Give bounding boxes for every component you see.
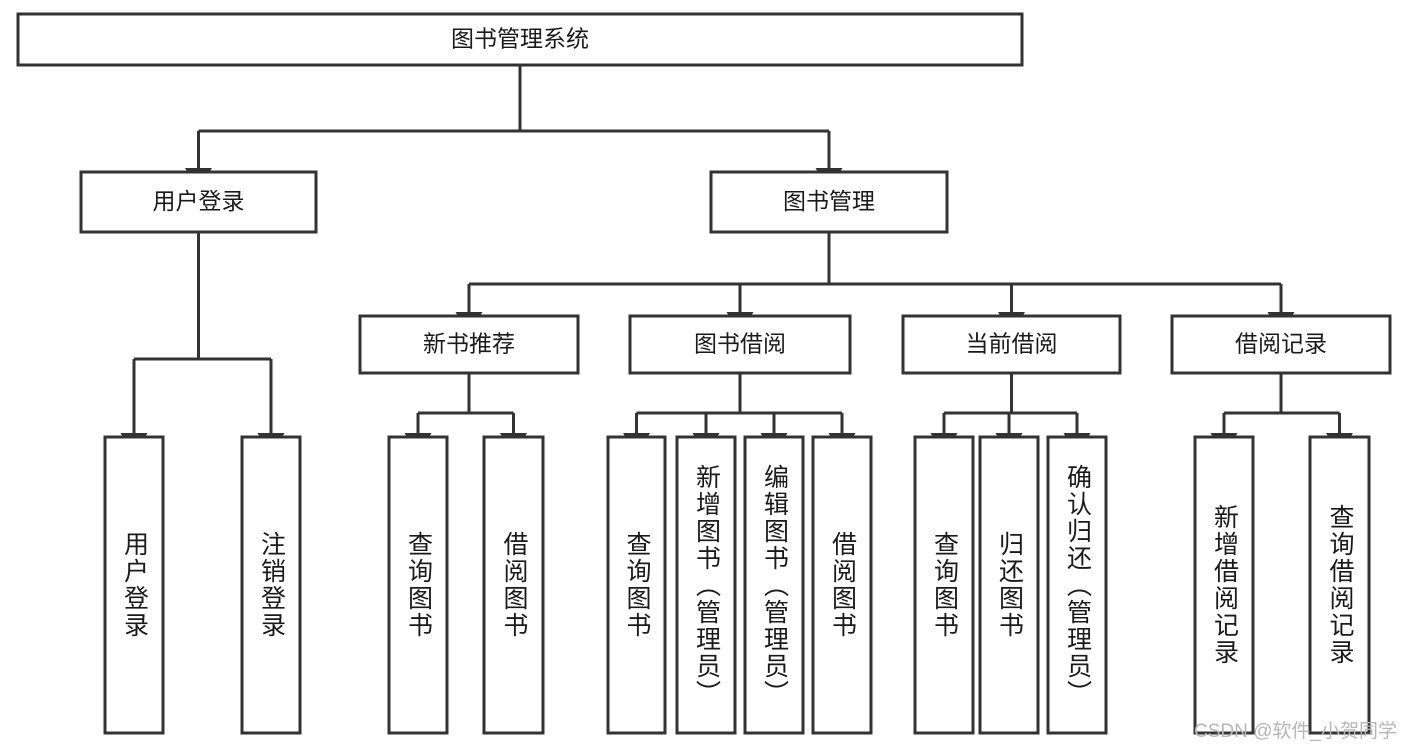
node-box-leaf-logout[interactable] — [240, 435, 302, 735]
node-label-book-borrow: 图书借阅 — [694, 331, 786, 357]
edges-layer — [120, 65, 1353, 456]
node-box-leaf-return-book[interactable] — [978, 435, 1040, 735]
node-box-current-borrow[interactable] — [901, 314, 1122, 375]
watermark: CSDN @软件_小贺同学 — [1194, 721, 1397, 742]
node-box-leaf-query-book-1[interactable] — [387, 435, 449, 735]
node-box-leaf-add-book[interactable] — [675, 435, 737, 735]
node-box-borrow-record[interactable] — [1170, 314, 1392, 375]
node-box-leaf-query-book-3[interactable] — [913, 435, 975, 735]
node-box-leaf-borrow-book-1[interactable] — [482, 435, 545, 735]
node-box-leaf-edit-book[interactable] — [743, 435, 805, 735]
node-box-leaf-query-book-2[interactable] — [606, 435, 667, 735]
node-box-leaf-borrow-book-2[interactable] — [811, 435, 873, 735]
node-box-user-login[interactable] — [79, 170, 318, 234]
node-label-book-management: 图书管理 — [783, 188, 875, 214]
node-label-new-book-recommend: 新书推荐 — [423, 331, 515, 357]
node-box-leaf-user-login[interactable] — [103, 435, 165, 735]
node-box-leaf-add-record[interactable] — [1193, 435, 1255, 735]
node-label-user-login: 用户登录 — [153, 188, 245, 214]
node-label-current-borrow: 当前借阅 — [966, 331, 1058, 357]
node-box-root[interactable] — [16, 12, 1024, 67]
node-label-borrow-record: 借阅记录 — [1235, 331, 1327, 357]
node-box-leaf-query-record[interactable] — [1308, 435, 1371, 735]
node-box-new-book-recommend[interactable] — [358, 314, 580, 375]
node-box-book-management[interactable] — [709, 170, 949, 234]
node-box-book-borrow[interactable] — [628, 314, 852, 375]
node-label-root: 图书管理系统 — [451, 26, 589, 52]
node-box-leaf-confirm-return[interactable] — [1046, 435, 1108, 735]
